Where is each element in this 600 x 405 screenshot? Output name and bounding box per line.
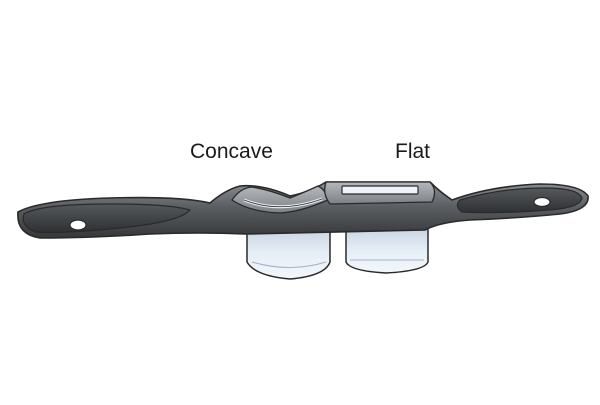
spokeshave-body — [17, 181, 589, 239]
flat-blade-slot — [341, 185, 419, 195]
left-screw-hole — [69, 219, 87, 231]
concave-label: Concave — [190, 140, 273, 163]
flat-label: Flat — [395, 140, 431, 163]
flat-mouth — [324, 181, 436, 205]
flat-blade — [345, 227, 429, 274]
right-screw-hole — [533, 196, 551, 208]
concave-blade — [246, 227, 331, 280]
right-handle — [456, 187, 583, 214]
left-handle — [22, 203, 192, 234]
concave-mouth — [231, 185, 329, 214]
